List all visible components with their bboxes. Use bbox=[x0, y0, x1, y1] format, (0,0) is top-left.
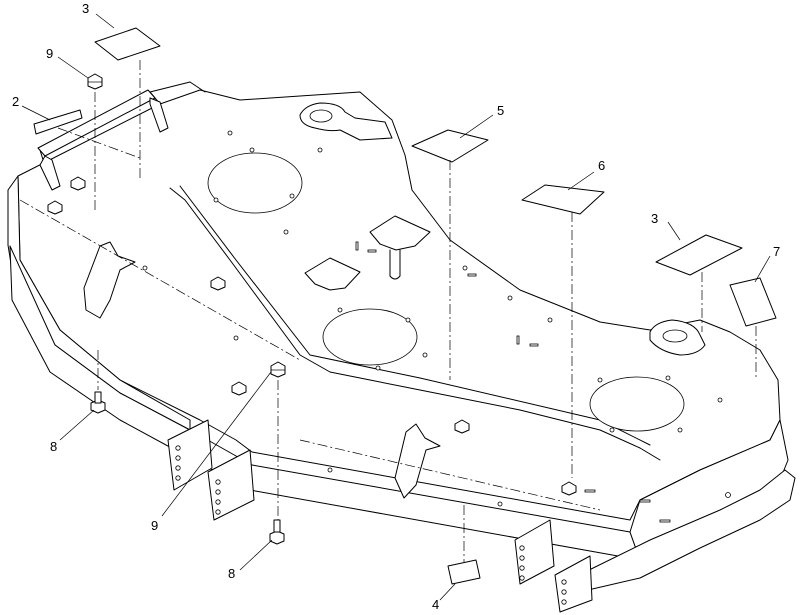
decal-6 bbox=[521, 184, 605, 215]
callout-9-rear: 9 bbox=[46, 46, 53, 61]
callout-3-right: 3 bbox=[651, 211, 658, 226]
idler-post bbox=[389, 249, 401, 280]
spindle-opening-left bbox=[207, 152, 303, 214]
deck-nuts bbox=[47, 176, 577, 496]
leader-lines bbox=[21, 13, 771, 601]
height-bracket-front bbox=[394, 423, 441, 499]
discharge-chute bbox=[584, 469, 796, 591]
bolt-8-front bbox=[269, 519, 285, 545]
callout-3-rear: 3 bbox=[82, 1, 89, 16]
decal-7 bbox=[729, 277, 777, 327]
decal-3-right bbox=[655, 234, 743, 276]
nut-9-front bbox=[270, 361, 286, 378]
deck-slots bbox=[355, 241, 671, 523]
callout-8-front: 8 bbox=[228, 566, 235, 581]
bolt-8-left bbox=[90, 391, 106, 414]
rear-upright-right bbox=[149, 97, 169, 133]
callout-2: 2 bbox=[12, 94, 19, 109]
decal-2 bbox=[33, 109, 83, 135]
callout-4: 4 bbox=[432, 597, 439, 612]
mower-deck bbox=[7, 13, 796, 613]
callout-9-front: 9 bbox=[151, 518, 158, 533]
mounting-holes bbox=[142, 130, 731, 507]
decal-3-rear bbox=[94, 27, 161, 61]
bracket-upper bbox=[369, 215, 431, 251]
assembly-center-lines bbox=[19, 60, 757, 562]
decal-4 bbox=[447, 559, 481, 585]
decal-5 bbox=[411, 129, 489, 163]
callout-5: 5 bbox=[497, 103, 504, 118]
callout-8-left: 8 bbox=[50, 439, 57, 454]
spindle-opening-right bbox=[589, 376, 685, 432]
callout-6: 6 bbox=[598, 158, 605, 173]
rear-rail-bar bbox=[37, 89, 156, 157]
callout-labels: 3 9 2 5 6 3 7 8 9 8 4 bbox=[12, 1, 780, 612]
idler-boss-right-hole bbox=[662, 329, 688, 343]
idler-boss-rear-hole bbox=[309, 109, 333, 123]
deck-top-shell bbox=[17, 89, 781, 521]
bracket-lower bbox=[304, 257, 361, 291]
callout-7: 7 bbox=[773, 244, 780, 259]
spindle-opening-center bbox=[322, 308, 418, 366]
rear-upright-left bbox=[39, 155, 61, 191]
gauge-plate-left bbox=[167, 419, 255, 521]
nut-9-rear bbox=[87, 73, 103, 90]
gauge-plate-right bbox=[514, 519, 593, 613]
height-bracket-left bbox=[83, 241, 136, 319]
